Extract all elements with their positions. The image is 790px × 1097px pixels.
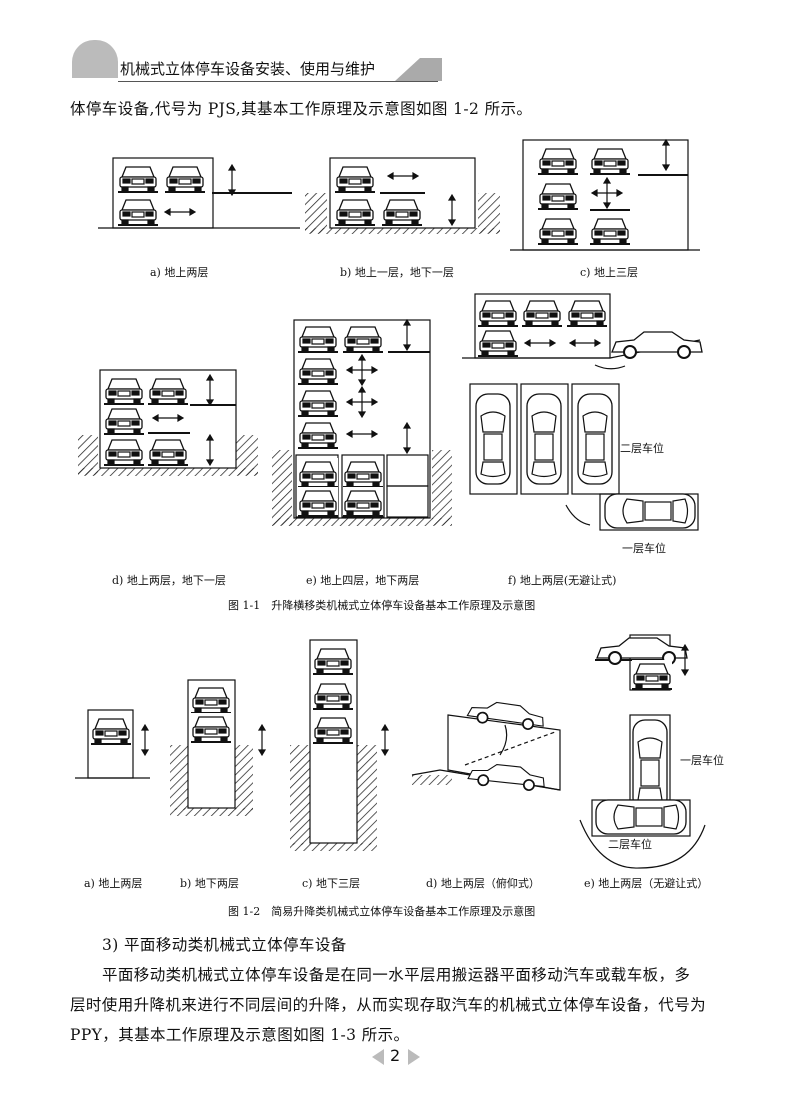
- diagram-1-1b: [305, 157, 500, 234]
- diagram-1-2a: [75, 709, 150, 779]
- label-first-floor-1-2: 一层车位: [680, 754, 724, 767]
- subcaption-1-2e: e) 地上两层（无避让式）: [584, 877, 709, 890]
- intro-line: 体停车设备,代号为 PJS,其基本工作原理及示意图如图 1-2 所示。: [70, 100, 533, 118]
- diagram-1-2e: [579, 634, 706, 869]
- paragraph-line: PPY，其基本工作原理及示意图如图 1-3 所示。: [70, 1026, 410, 1044]
- diagram-1-2b: [170, 679, 266, 816]
- diagram-1-2d: [411, 697, 561, 793]
- subcaption-1-2a: a) 地上两层: [84, 877, 143, 890]
- header-logo-icon: [72, 40, 118, 78]
- next-page-icon: [408, 1049, 420, 1065]
- header-title: 机械式立体停车设备安装、使用与维护: [120, 60, 376, 78]
- subcaption-1-1d: d) 地上两层，地下一层: [112, 574, 226, 587]
- subcaption-1-2d: d) 地上两层（俯仰式）: [426, 877, 540, 890]
- paragraph-line: 平面移动类机械式立体停车设备是在同一水平层用搬运器平面移动汽车或载车板，多: [102, 966, 691, 984]
- subcaption-1-2b: b) 地下两层: [180, 877, 239, 890]
- label-second-floor: 二层车位: [620, 442, 664, 455]
- diagram-1-1d: [78, 369, 258, 476]
- subcaption-1-1c: c) 地上三层: [580, 266, 638, 279]
- prev-page-icon: [372, 1049, 384, 1065]
- subcaption-1-1e: e) 地上四层，地下两层: [306, 574, 420, 587]
- diagram-1-1a: [98, 157, 300, 229]
- label-first-floor: 一层车位: [622, 542, 666, 555]
- subcaption-1-1f: f) 地上两层(无避让式): [508, 574, 617, 587]
- figure-1-2-caption: 图 1-2 简易升降类机械式立体停车设备基本工作原理及示意图: [228, 905, 536, 918]
- label-second-floor-1-2: 二层车位: [608, 838, 652, 851]
- header-rule: [118, 81, 438, 82]
- subcaption-1-2c: c) 地下三层: [302, 877, 360, 890]
- section-heading: 3) 平面移动类机械式立体停车设备: [102, 936, 347, 954]
- subcaption-1-1a: a) 地上两层: [150, 266, 209, 279]
- figure-1-1-caption: 图 1-1 升降横移类机械式立体停车设备基本工作原理及示意图: [228, 599, 536, 612]
- paragraph-line: 层时使用升降机来进行不同层间的升降，从而实现存取汽车的机械式立体停车设备，代号为: [70, 996, 707, 1014]
- subcaption-1-1b: b) 地上一层，地下一层: [340, 266, 454, 279]
- diagram-1-1f: [462, 293, 703, 531]
- page-number: 2: [390, 1046, 401, 1065]
- header-tab-decoration: [395, 58, 420, 81]
- running-header: 机械式立体停车设备安装、使用与维护: [120, 58, 375, 79]
- diagram-1-2c: [290, 639, 389, 851]
- diagram-1-1c: [510, 139, 700, 251]
- diagram-1-1e: [272, 319, 452, 526]
